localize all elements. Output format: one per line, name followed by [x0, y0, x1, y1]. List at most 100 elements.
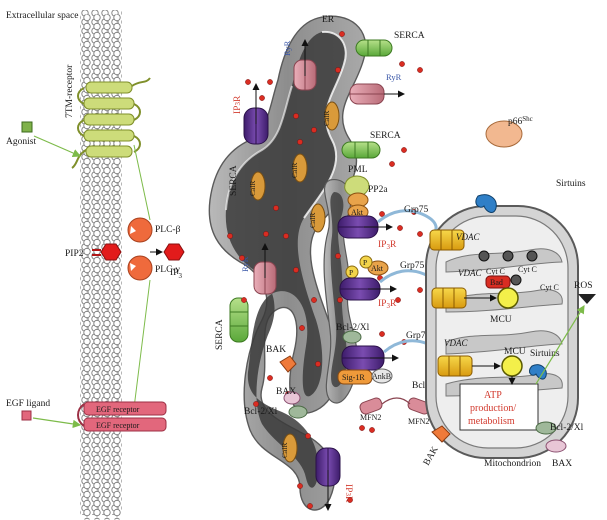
vdac-2-label: VDAC [458, 268, 482, 278]
calcium-ions [227, 31, 423, 509]
calr-1-label: CalR [322, 111, 331, 126]
mcu-1-label: MCU [490, 315, 512, 325]
ip3r-1-label: IP3R [233, 95, 243, 114]
grp75-2-label: Grp75 [400, 261, 425, 271]
grp75-3-label: Grp75 [406, 331, 431, 341]
pp2a-label: PP2a [368, 185, 388, 195]
ip3-label: IP3 [170, 268, 182, 280]
egf-ligand-label: EGF ligand [6, 399, 50, 409]
serca-pump-mid [341, 141, 381, 159]
ip3r-channel-mid-1 [337, 215, 379, 239]
bcl2-4-label: Bcl-2/Xl [550, 423, 584, 433]
bax-1-protein [283, 391, 301, 405]
ip3r-3-label: IP3R [378, 299, 397, 310]
ryr-1-label: RyR [282, 40, 292, 56]
atp-line-3: metabolism [468, 416, 515, 427]
bax-2-protein [545, 439, 567, 453]
ryr-channel-2 [349, 83, 385, 105]
ryr-2-label: RyR [386, 72, 402, 82]
atp-production-box [459, 383, 539, 431]
vdac-1-label: VDAC [456, 232, 480, 242]
bak-1-protein [279, 355, 297, 373]
ip3-molecule [163, 243, 185, 261]
er-label: ER [322, 15, 335, 25]
ros-icon [578, 294, 596, 304]
grp75-1-label: Grp75 [404, 205, 429, 215]
atp-line-2: production/ [470, 403, 516, 414]
cyt-c-1-label: Cyt C [486, 267, 505, 276]
sig1r-label: Sig-1R [342, 373, 365, 382]
cyt-c-2-label: Cyt C [518, 265, 537, 274]
grp75-1-tether [377, 209, 438, 238]
egf-receptor-label-1: EGF receptor [96, 405, 140, 414]
bax-1-label: BAX [276, 387, 296, 397]
pip2-molecule [92, 243, 122, 261]
calr-2-label: CalR [290, 163, 299, 178]
mfn2-2-label: MFN2 [408, 417, 429, 426]
bak-2-label: BAK [422, 445, 441, 467]
extracellular-space-label: Extracellular space [6, 11, 79, 21]
agonist-square-icon [21, 121, 33, 133]
akt-1-label: Akt [351, 208, 364, 217]
plc-beta [127, 217, 153, 243]
vdac-channel-2 [431, 287, 467, 309]
ip3r-channel-top [243, 107, 269, 145]
mfn2-tether [359, 397, 431, 415]
serca-pump-low [229, 297, 249, 343]
p-2-label: P [363, 258, 367, 267]
agonist-arrow [33, 135, 82, 157]
calr-4-label: CalR [308, 213, 317, 228]
atp-to-ros-arrow [535, 304, 585, 385]
bad-protein [485, 275, 511, 289]
vdac-channel-3 [437, 355, 473, 377]
p66shc-protein [485, 120, 523, 148]
serca-mid-label: SERCA [370, 131, 401, 141]
serca-top-label: SERCA [394, 31, 425, 41]
bak-2-protein [431, 425, 451, 443]
calreticulin-group [250, 101, 340, 463]
sirtuins-mito-icon [529, 364, 547, 380]
mitochondrion-label: Mitochondrion [484, 459, 541, 469]
pip2-label: PIP2 [65, 249, 84, 259]
mfn2-1-label: MFN2 [360, 413, 381, 422]
plc-gamma-label: PLC-γ [155, 265, 180, 275]
p66shc-label: p66Shc [508, 115, 533, 127]
bcl2-2-label: Bcl-2/Xl [244, 407, 278, 417]
ankb-protein [371, 368, 393, 384]
serca-left-label: SERCA [229, 165, 239, 196]
bcl2-4-protein [535, 421, 557, 435]
bad-label: Bad [490, 278, 503, 287]
seven-tm-receptor-label: 7TM-receptor [65, 64, 75, 118]
bcl2-2-protein [288, 405, 308, 419]
calr-5-label: CalR [280, 443, 289, 458]
bak-1-label: BAK [266, 345, 286, 355]
bax-2-label: BAX [552, 459, 572, 469]
sirtuins-top-icon [475, 194, 497, 213]
pml-label: PML [348, 165, 368, 175]
akt-phospho-complex [339, 255, 389, 301]
ankb-label: AnkB [372, 372, 391, 381]
serca-low-label: SERCA [215, 319, 225, 350]
akt-2-label: Akt [371, 264, 384, 273]
p-1-label: P [349, 268, 353, 277]
atp-line-1: ATP [484, 390, 502, 401]
sirtuins-top-label: Sirtuins [556, 179, 586, 189]
mcu-2-label: MCU [504, 347, 526, 357]
plc-beta-label: PLC-β [155, 225, 181, 235]
cyt-c-3-label: Cyt C [540, 283, 559, 292]
mcu-channel-1 [497, 287, 519, 309]
ip3r-channel-mid-3 [341, 330, 385, 371]
vdac-3-label: VDAC [444, 338, 468, 348]
serca-pump-top [355, 39, 393, 57]
cytochrome-c-group [478, 250, 538, 286]
egf-receptor-label-2: EGF receptor [96, 421, 140, 430]
egf-receptor [77, 401, 167, 432]
calr-3-label: CalR [248, 181, 257, 196]
sirtuins-mito-label: Sirtuins [530, 349, 560, 359]
egf-to-plc-gamma-line [133, 279, 151, 409]
plc-gamma [127, 255, 153, 281]
bcl2-1-label: Bcl-2/Xl [336, 323, 370, 333]
egf-ligand-arrow [32, 417, 82, 429]
